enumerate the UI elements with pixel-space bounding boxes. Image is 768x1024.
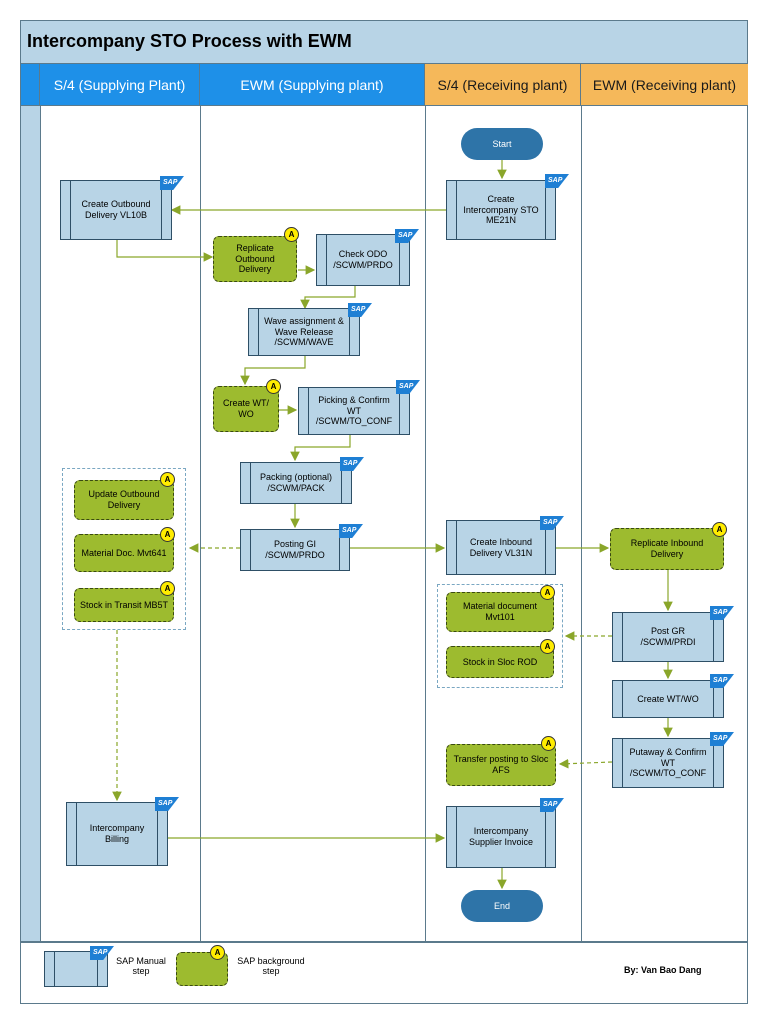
step-ic-supplier-invoice: Intercompany Supplier Invoice: [446, 806, 556, 868]
arrow-putaway-to-transfer: [558, 758, 613, 769]
step-create-sto: Create Intercompany STO ME21N: [446, 180, 556, 240]
auto-step-icon: A: [160, 581, 175, 596]
step-create-wt-wo-receiving: Create WT/WO: [612, 680, 724, 718]
lane-header-ewm-supplying: EWM (Supplying plant): [200, 64, 425, 106]
legend-background-label: SAP background step: [237, 956, 305, 976]
arrow-picking-to-packing: [290, 435, 351, 462]
step-material-doc-101: Material document Mvt101: [446, 592, 554, 632]
start-terminal: Start: [461, 128, 543, 160]
lane-divider: [581, 106, 582, 942]
auto-step-icon: A: [266, 379, 281, 394]
step-label: Create Inbound Delivery VL31N: [469, 536, 533, 558]
step-wave-assignment: Wave assignment & Wave Release /SCWM/WAV…: [248, 308, 360, 356]
step-label: Create Intercompany STO ME21N: [463, 193, 539, 226]
step-label: Intercompany Billing: [89, 823, 145, 844]
step-replicate-inbound: Replicate Inbound Delivery: [610, 528, 724, 570]
step-putaway-confirm: Putaway & Confirm WT /SCWM/TO_CONF: [612, 738, 724, 788]
step-label: Wave assignment & Wave Release /SCWM/WAV…: [264, 315, 344, 348]
auto-step-icon: A: [541, 736, 556, 751]
step-create-inbound-delivery: Create Inbound Delivery VL31N: [446, 520, 556, 575]
step-create-wt-wo-supplying: Create WT/ WO: [213, 386, 279, 432]
step-transfer-posting: Transfer posting to Sloc AFS: [446, 744, 556, 786]
step-label: Create Outbound Delivery VL10B: [81, 199, 151, 220]
step-material-doc-641: Material Doc. Mvt641: [74, 534, 174, 572]
lane-header-ewm-receiving: EWM (Receiving plant): [581, 64, 748, 106]
lane-divider: [200, 106, 201, 942]
step-label: Picking & Confirm WT /SCWM/TO_CONF: [315, 394, 393, 427]
step-post-gr: Post GR /SCWM/PRDI: [612, 612, 724, 662]
step-label: Check ODO /SCWM/PRDO: [333, 249, 393, 270]
step-label: Create WT/WO: [637, 693, 699, 704]
step-stock-in-transit: Stock in Transit MB5T: [74, 588, 174, 622]
supplying-docs-group: [62, 468, 186, 630]
step-stock-sloc-rod: Stock in Sloc ROD: [446, 646, 554, 678]
auto-step-icon: A: [540, 639, 555, 654]
lane-header-s4-supplying: S/4 (Supplying Plant): [40, 64, 200, 106]
step-label: Posting GI /SCWM/PRDO: [265, 539, 325, 560]
arrow-odo-to-wave: [300, 286, 356, 310]
title-bar: Intercompany STO Process with EWM: [20, 20, 748, 64]
step-posting-gi: Posting GI /SCWM/PRDO: [240, 529, 350, 571]
step-create-outbound-delivery: Create Outbound Delivery VL10B: [60, 180, 172, 240]
lane-header-corner: [21, 64, 40, 106]
step-ic-billing: Intercompany Billing: [66, 802, 168, 866]
receiving-docs-group: [437, 584, 563, 688]
step-label: Intercompany Supplier Invoice: [468, 826, 534, 847]
author-credit: By: Van Bao Dang: [624, 965, 702, 975]
step-update-outbound-delivery: Update Outbound Delivery: [74, 480, 174, 520]
step-packing: Packing (optional) /SCWM/PACK: [240, 462, 352, 504]
step-replicate-outbound: Replicate Outbound Delivery: [213, 236, 297, 282]
step-check-odo: Check ODO /SCWM/PRDO: [316, 234, 410, 286]
legend-manual-label: SAP Manual step: [116, 956, 166, 976]
auto-step-icon: A: [284, 227, 299, 242]
step-label: Packing (optional) /SCWM/PACK: [259, 472, 333, 493]
diagram-title: Intercompany STO Process with EWM: [27, 31, 352, 51]
step-picking-confirm: Picking & Confirm WT /SCWM/TO_CONF: [298, 387, 410, 435]
auto-step-icon: A: [210, 945, 225, 960]
arrow-od-to-replicate: [116, 240, 214, 262]
auto-step-icon: A: [160, 472, 175, 487]
arrow-wave-to-wt: [240, 356, 306, 386]
lane-header-s4-receiving: S/4 (Receiving plant): [425, 64, 581, 106]
end-terminal: End: [461, 890, 543, 922]
legend-box: [20, 942, 748, 1004]
auto-step-icon: A: [160, 527, 175, 542]
step-label: Putaway & Confirm WT /SCWM/TO_CONF: [629, 746, 707, 779]
step-label: Post GR /SCWM/PRDI: [640, 626, 696, 647]
auto-step-icon: A: [712, 522, 727, 537]
lane-divider: [425, 106, 426, 942]
auto-step-icon: A: [540, 585, 555, 600]
lane-side-strip: [21, 106, 41, 941]
